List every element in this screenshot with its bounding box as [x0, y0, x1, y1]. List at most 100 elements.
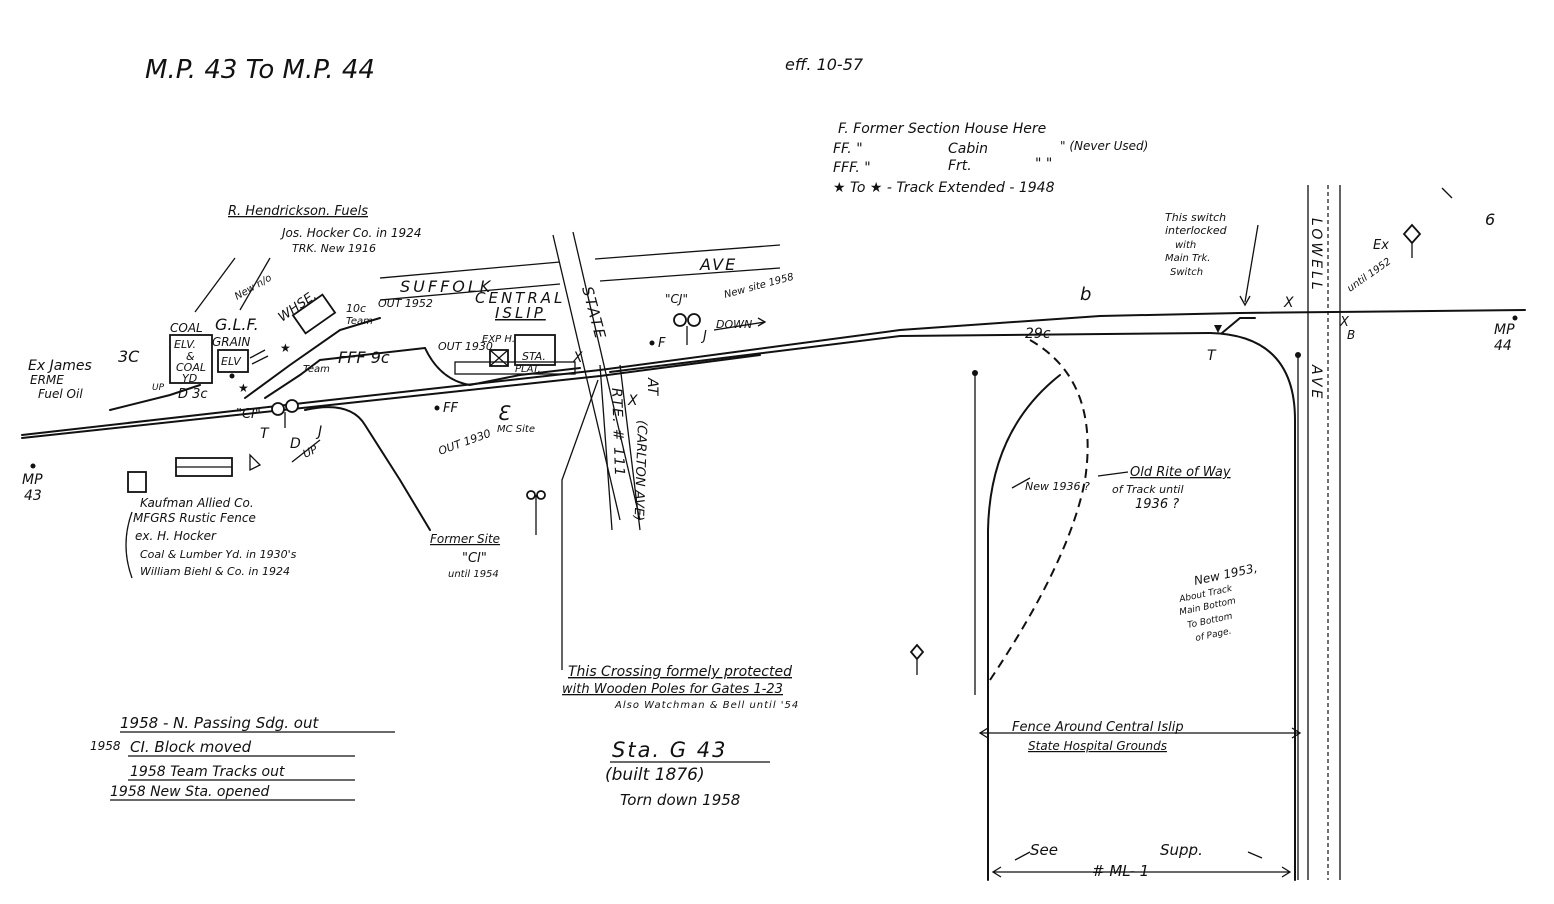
grain-chute-marks: [249, 349, 269, 365]
elevator-dot: [229, 373, 235, 379]
up-left-label: UP: [301, 443, 320, 461]
crossing-x-station: X: [572, 350, 583, 366]
see-label: See: [1030, 841, 1058, 859]
note-line-4: 1958 New Sta. opened: [110, 784, 269, 800]
former-site-label: Former Site: [430, 532, 500, 546]
cj-signal-light-2: [687, 313, 701, 327]
fff-9c-label: FFF 9c: [338, 348, 390, 367]
bottom-notes: 1958 - N. Passing Sdg. out 1958 CI. Bloc…: [90, 714, 395, 801]
star-end-marker: ★: [280, 341, 291, 355]
fence-right-post: [1295, 352, 1301, 358]
j-left-label: J: [315, 424, 322, 440]
note-line-2b: CI. Block moved: [130, 738, 252, 756]
mp43-label-b: 43: [24, 488, 42, 504]
trk-new-label: TRK. New 1916: [292, 242, 376, 255]
crossing-x-east: X: [1339, 315, 1350, 330]
fence-dimension-arrow: [978, 727, 1302, 739]
mp44-post: [1512, 315, 1518, 321]
ml1-label: # ML- 1: [1092, 862, 1149, 880]
erme-label: ERME: [30, 373, 64, 387]
fuel-oil-label: Fuel Oil: [38, 387, 83, 401]
new-site-label: New site 1958: [723, 272, 795, 301]
out-1952-label: OUT 1952: [378, 297, 433, 310]
north-mark: [1441, 187, 1453, 199]
legend-line-3a: FFF. ": [833, 160, 871, 176]
legend-line-3c: " ": [1035, 156, 1052, 172]
platform-outline: [454, 361, 576, 375]
ex-james-label: Ex James: [28, 358, 92, 374]
old-row-pointer: [1097, 471, 1129, 477]
crossing-x-west: X: [1283, 295, 1294, 311]
team-track-upper: [244, 317, 381, 399]
d-left-label: D: [290, 436, 301, 452]
coal-pointer: [194, 257, 236, 313]
legend-line-1: F. Former Section House Here: [838, 121, 1046, 137]
station-id-label: Sta. G 43: [612, 738, 727, 762]
legend-line-3b: Frt.: [948, 158, 972, 174]
d-dc-label: D 3c: [178, 387, 208, 402]
supp-dimension-arrow: [991, 866, 1292, 878]
old-row-line-3: 1936 ?: [1135, 497, 1179, 512]
switch-note-1: This switch: [1165, 211, 1226, 224]
mp43-post: [30, 463, 36, 469]
fence-note-2: State Hospital Grounds: [1028, 739, 1167, 753]
former-ci-label: "CI": [462, 551, 487, 566]
legend: F. Former Section House Here FF. " Cabin…: [833, 121, 1148, 196]
kaufman-line-1: Kaufman Allied Co.: [140, 496, 254, 510]
spur-to-former-site: [304, 406, 431, 531]
suffolk-ave-line-top: [379, 261, 561, 279]
j-label: J: [700, 329, 707, 344]
switch-note-5: Switch: [1170, 267, 1203, 278]
sta-label: STA.: [522, 350, 546, 363]
suffolk-label: SUFFOLK: [400, 277, 493, 296]
legend-line-2a: FF. ": [833, 141, 863, 157]
out-1930b-label: OUT 1930: [437, 427, 493, 458]
main-track-lower: [21, 354, 761, 439]
crossing-signal-diamond: [909, 643, 925, 661]
coal2-label: COAL: [176, 361, 206, 374]
crossing-note-3: Also Watchman & Bell until '54: [614, 700, 799, 711]
warehouse-box: [291, 293, 337, 335]
station-torn-label: Torn down 1958: [620, 791, 740, 809]
until-1954-label: until 1954: [448, 569, 499, 580]
up-left-arrow: [291, 439, 321, 463]
switch-spur: [1221, 317, 1256, 334]
new-1936-pointer: [1011, 477, 1031, 489]
kaufman-line-2: MFGRS Rustic Fence: [133, 511, 256, 525]
diagram-title: M.P. 43 To M.P. 44: [145, 55, 375, 85]
suffolk-ave-line-bottom-right: [599, 267, 781, 282]
legend-line-4: ★ To ★ - Track Extended - 1948: [833, 180, 1055, 196]
team2-label: Team: [346, 316, 373, 327]
ci-signal-light-2: [285, 399, 299, 413]
legend-line-2b: Cabin: [948, 141, 988, 157]
plat-label: PLAT.: [515, 364, 541, 375]
ex-signal-diamond: [1402, 223, 1422, 245]
kaufman-line-4: Coal & Lumber Yd. in 1930's: [140, 548, 297, 561]
switch-triangle: [1214, 325, 1222, 333]
coal-label: COAL: [170, 321, 203, 335]
hocker-1924-label: Jos. Hocker Co. in 1924: [280, 226, 421, 240]
station-built-label: (built 1876): [605, 765, 705, 785]
supp-tick-marks: [1014, 851, 1263, 861]
star-start-marker: ★: [238, 381, 249, 395]
f-label: F: [658, 336, 666, 351]
express-house-cross: [489, 349, 509, 367]
mp44-label-a: MP: [1494, 322, 1515, 338]
suffolk-ave-line-top-right: [594, 244, 781, 260]
amp-label: &: [186, 350, 195, 363]
crossing-note-2: with Wooden Poles for Gates 1-23: [562, 682, 783, 697]
switch-note-4: Main Trk.: [1165, 253, 1210, 264]
exp-h-label: EXP H.: [482, 334, 515, 345]
t-left-label: T: [260, 426, 270, 442]
new-1936-curve: [987, 374, 1061, 881]
lowell-ave-label: AVE: [1308, 364, 1324, 401]
coal-elevator-box: [169, 334, 213, 384]
b-label: B: [1347, 328, 1355, 342]
new-nto-label: New n/o: [233, 273, 274, 303]
three-c-label: 3C: [118, 347, 140, 366]
ci-signal-light-1: [271, 402, 285, 416]
mp43-label-a: MP: [22, 472, 43, 488]
fence-note-1: Fence Around Central Islip: [1012, 720, 1184, 735]
mp44-label-b: 44: [1494, 338, 1512, 354]
kaufman-line-3: ex. H. Hocker: [135, 529, 217, 543]
